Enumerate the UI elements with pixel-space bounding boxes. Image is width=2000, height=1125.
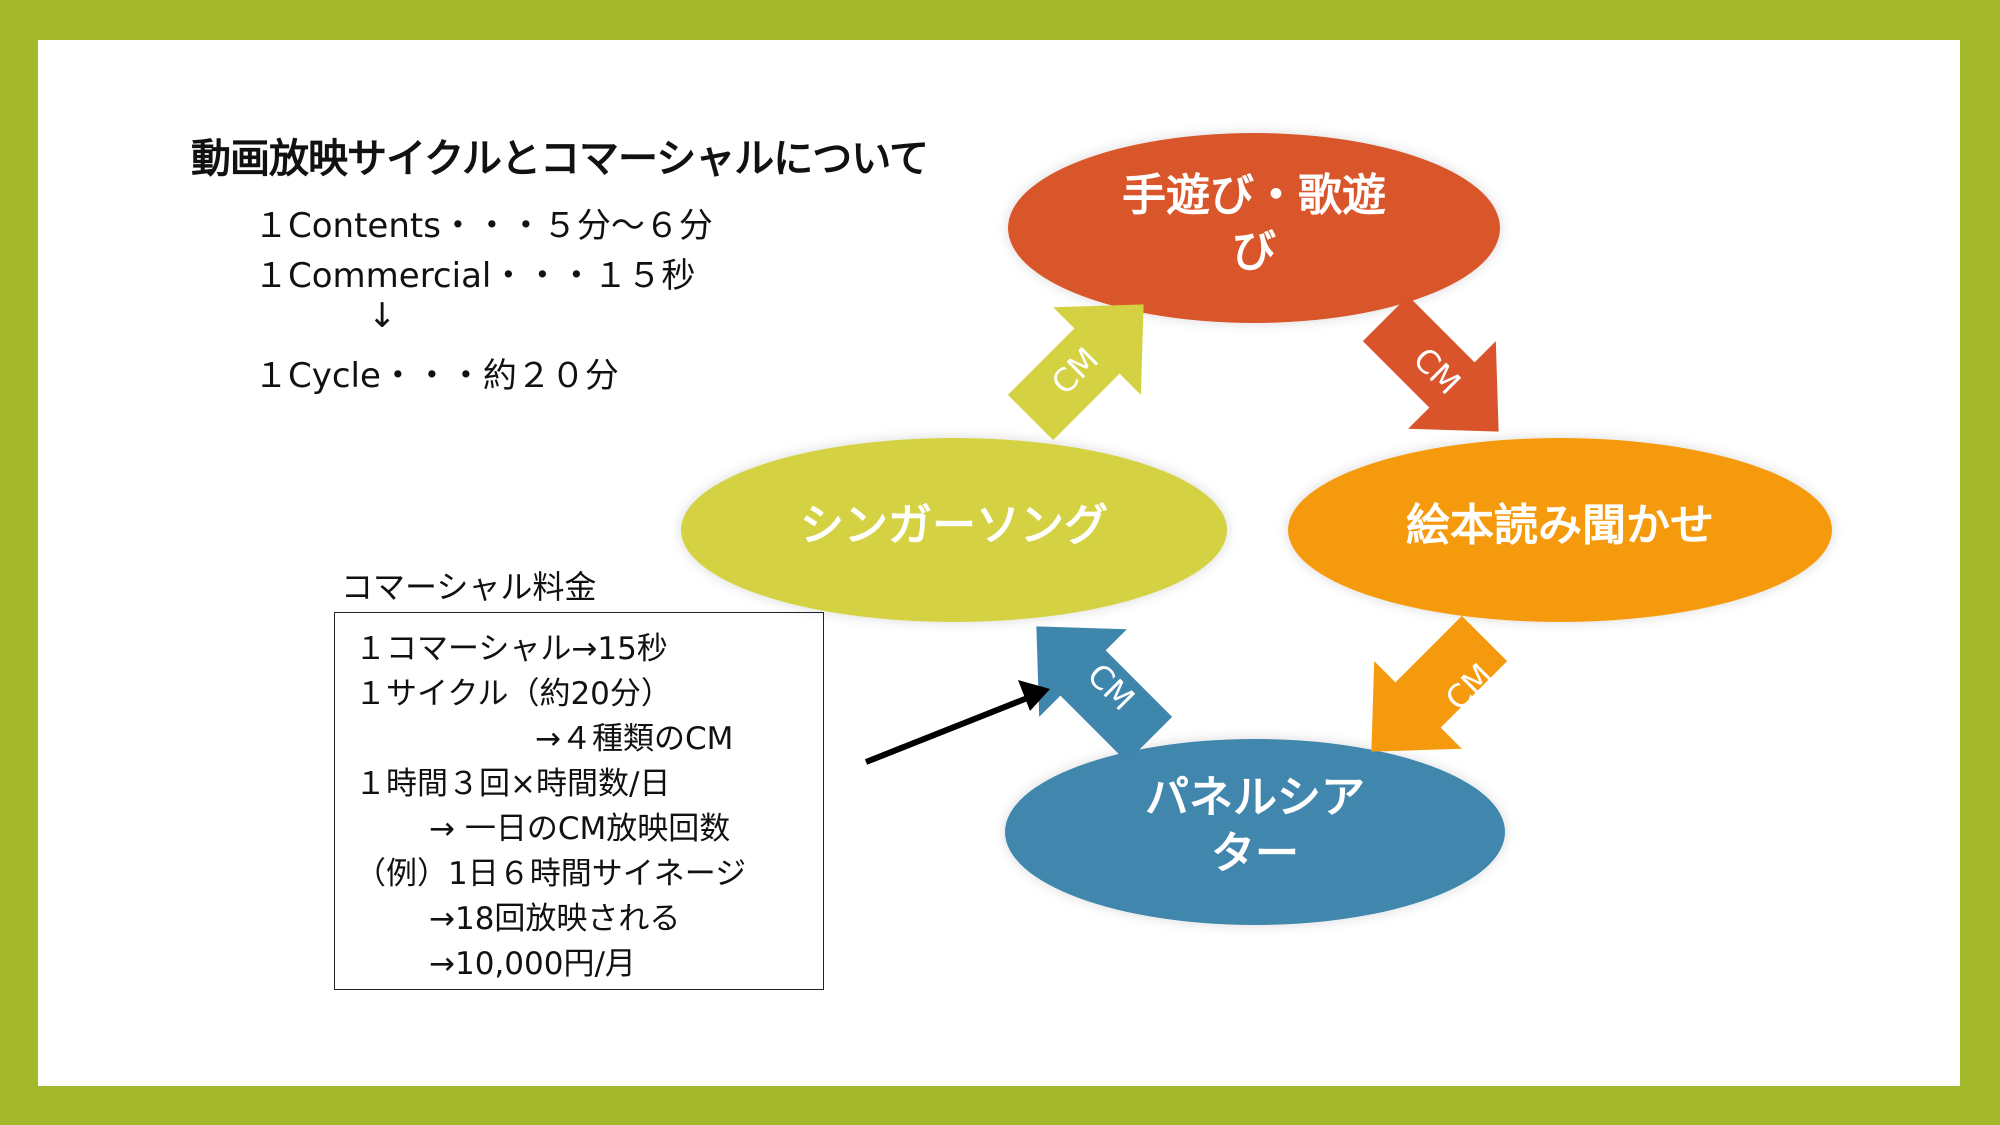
rate-line: → 一日のCM放映回数 <box>429 811 731 847</box>
rates-connector-line <box>864 694 1032 765</box>
node-teasobi <box>1008 133 1500 323</box>
contents-duration: １Contents・・・５分～６分 <box>254 206 713 246</box>
rate-line: （例）1日６時間サイネージ <box>355 856 747 892</box>
rates-box: １コマーシャル→15秒 １サイクル（約20分） →４種類のCM １時間３回×時間… <box>334 612 824 990</box>
rate-line: １コマーシャル→15秒 <box>355 631 668 667</box>
rate-line: １サイクル（約20分） <box>355 676 672 712</box>
cm-arrow-to-teasobi <box>1007 304 1144 441</box>
node-ehon <box>1288 438 1832 622</box>
node-panel <box>1005 739 1505 925</box>
page-title: 動画放映サイクルとコマーシャルについて <box>191 136 929 182</box>
node-singer <box>681 438 1227 622</box>
cm-arrow-to-panel <box>1371 615 1508 752</box>
rates-title: コマーシャル料金 <box>341 568 597 606</box>
node-teasobi-label: 手遊び・歌遊 び <box>1122 170 1386 277</box>
node-panel-label: パネルシア ター <box>1145 772 1365 879</box>
cm-arrow-to-ehon <box>1362 295 1499 432</box>
rate-line: →18回放映される <box>429 901 681 937</box>
node-ehon-label: 絵本読み聞かせ <box>1406 500 1714 551</box>
rate-line: →10,000円/月 <box>429 946 636 982</box>
down-arrow-icon: ↓ <box>368 296 397 336</box>
node-singer-label: シンガーソング <box>800 500 1108 551</box>
cycle-duration: １Cycle・・・約２０分 <box>254 356 619 396</box>
commercial-duration: １Commercial・・・１５秒 <box>254 256 696 296</box>
rates-connector-arrowhead <box>1018 680 1050 711</box>
cm-arrow-to-singer <box>1036 626 1173 763</box>
rate-line: １時間３回×時間数/日 <box>355 766 671 802</box>
rate-line: →４種類のCM <box>535 721 734 757</box>
